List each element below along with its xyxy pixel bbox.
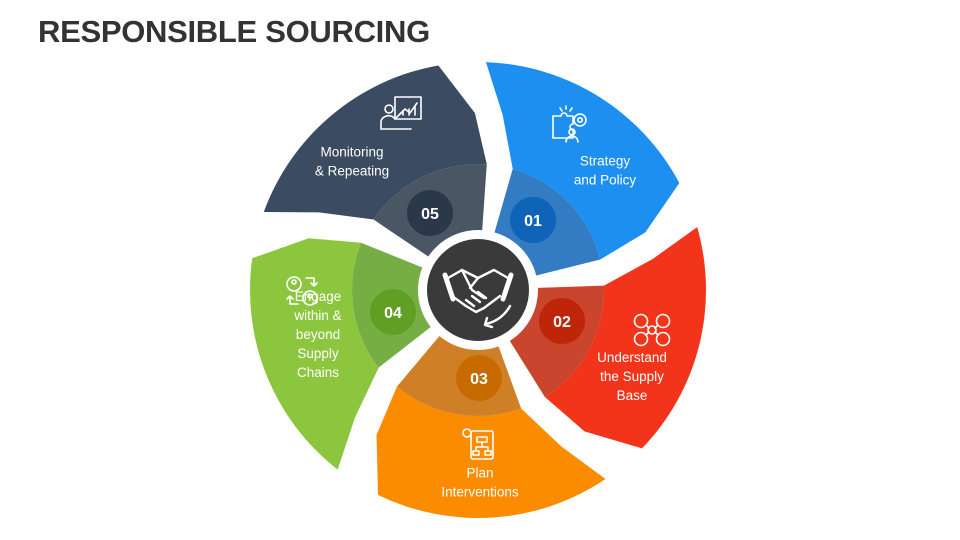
step-label-05: Monitoring& Repeating: [315, 145, 389, 179]
step-number-badge: [407, 190, 453, 236]
planning-board-icon: [462, 428, 494, 460]
step-number-badge: [370, 289, 416, 335]
segment-step-01: [485, 62, 680, 260]
segment-step-05: [263, 65, 487, 220]
page-title: RESPONSIBLE SOURCING: [38, 14, 430, 49]
step-number-badge: [456, 355, 502, 401]
step-number: 01: [524, 213, 542, 230]
step-number: 02: [553, 314, 571, 331]
step-number-badge: [539, 298, 585, 344]
engage-people-icon: [286, 276, 318, 306]
step-number: 03: [470, 371, 488, 388]
step-number-badge: [510, 197, 556, 243]
supply-network-icon: [633, 313, 671, 347]
handshake-icon: [442, 268, 514, 329]
center-hub: [427, 239, 529, 341]
puzzle-gear-icon: [552, 105, 587, 143]
step-number: 05: [421, 206, 439, 223]
monitoring-chart-icon: [380, 96, 422, 130]
segment-step-02: [544, 227, 706, 449]
step-number: 04: [384, 305, 402, 322]
segment-step-04: [250, 238, 379, 470]
